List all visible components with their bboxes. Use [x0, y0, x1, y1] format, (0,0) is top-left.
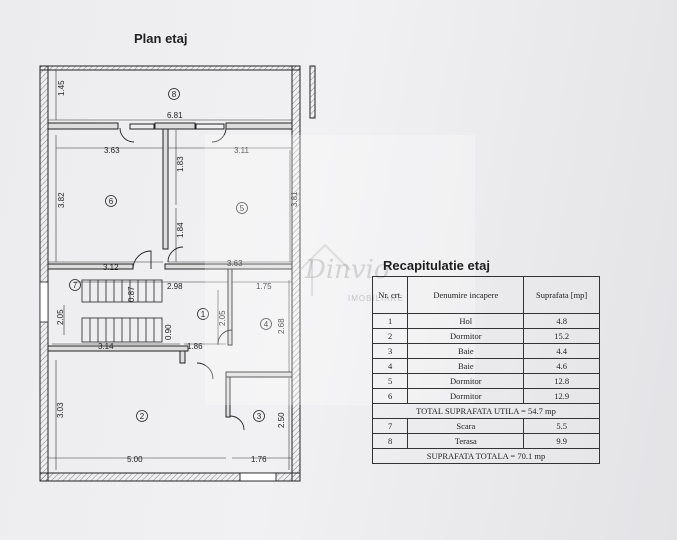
- dim-terrace-depth: 1.45: [57, 80, 66, 96]
- cell-nr: 1: [371, 313, 409, 329]
- total-row: SUPRAFATA TOTALA = 70.1 mp: [372, 448, 600, 464]
- room-markers: [69, 88, 272, 422]
- header-nr: Nr. crt.: [371, 276, 409, 314]
- dim-wall-offset-top: 1.83: [176, 156, 185, 172]
- room-marker-5: [236, 202, 248, 214]
- room-marker-1: [197, 308, 209, 320]
- cell-nr: 7: [371, 418, 409, 434]
- cell-area: 15.2: [523, 328, 600, 344]
- dim-room3-depth: 2.50: [277, 412, 286, 428]
- room-marker-7: [69, 279, 81, 291]
- room-label-4: 4: [264, 320, 269, 329]
- room-label-8: 8: [172, 90, 177, 99]
- dim-room5-width-bottom: 3.63: [227, 259, 243, 268]
- cell-nr: 6: [371, 388, 409, 404]
- room-marker-6: [105, 195, 117, 207]
- room-label-3: 3: [257, 412, 262, 421]
- dim-room5-depth: 3.81: [290, 191, 299, 207]
- room-label-1: 1: [201, 310, 206, 319]
- cell-name: Scara: [407, 418, 525, 434]
- cell-area: 9.9: [523, 433, 600, 449]
- cell-area: 4.8: [523, 313, 600, 329]
- staircase: [39, 279, 163, 343]
- terrace-windows: [129, 123, 225, 130]
- interior-walls: [47, 122, 293, 418]
- cell-name: Dormitor: [407, 388, 525, 404]
- cell-nr: 5: [371, 373, 409, 389]
- total-area: SUPRAFATA TOTALA = 70.1 mp: [372, 448, 600, 464]
- dim-stair-run: 2.05: [56, 309, 65, 325]
- recap-title: Recapitulatie etaj: [383, 258, 490, 273]
- dim-hall-width: 1.86: [187, 342, 203, 351]
- dim-room5-width-top: 3.11: [234, 146, 250, 155]
- room-numbers: 8 6 5 7 1 4 2 3: [73, 90, 269, 421]
- cell-nr: 2: [371, 328, 409, 344]
- cell-area: 5.5: [523, 418, 600, 434]
- room-marker-3: [253, 410, 265, 422]
- cell-name: Terasa: [407, 433, 525, 449]
- cell-area: 4.4: [523, 343, 600, 359]
- dim-room6-depth: 3.82: [57, 192, 66, 208]
- cell-name: Hol: [407, 313, 525, 329]
- dim-stair-width: 2.98: [167, 282, 183, 291]
- cell-area: 12.8: [523, 373, 600, 389]
- dim-terrace-width: 6.81: [167, 111, 183, 120]
- room-label-6: 6: [109, 197, 114, 206]
- dim-stair-depth-b: 0.90: [164, 324, 173, 340]
- dim-room2-width: 5.00: [127, 455, 143, 464]
- cell-name: Dormitor: [407, 328, 525, 344]
- cell-name: Baie: [407, 358, 525, 374]
- recap-header-row: Nr. crt. Denumire incapere Suprafata [mp…: [371, 276, 600, 314]
- dim-hall-depth: 2.05: [218, 310, 227, 326]
- bottom-window: [239, 472, 277, 482]
- outer-walls: [39, 65, 316, 482]
- dim-room6-width-bottom: 3.12: [103, 263, 119, 272]
- cell-nr: 4: [371, 358, 409, 374]
- total-useful: TOTAL SUPRAFATA UTILA = 54.7 mp: [372, 403, 600, 419]
- cell-area: 12.9: [523, 388, 600, 404]
- dim-room2-depth: 3.03: [56, 402, 65, 418]
- dimension-lines: [48, 70, 292, 470]
- room-marker-2: [136, 410, 148, 422]
- watermark-house-icon: [299, 243, 351, 296]
- cell-nr: 8: [371, 433, 409, 449]
- cell-name: Baie: [407, 343, 525, 359]
- dim-bath4-width: 1.75: [256, 282, 272, 291]
- dim-bath4-depth: 2.68: [277, 318, 286, 334]
- cell-name: Dormitor: [407, 373, 525, 389]
- dim-wall-offset-mid: 1.84: [176, 222, 185, 238]
- room-marker-4: [260, 318, 272, 330]
- room-marker-8: [168, 88, 180, 100]
- doors: [119, 127, 245, 431]
- cell-area: 4.6: [523, 358, 600, 374]
- room-label-2: 2: [140, 412, 145, 421]
- recap-table: Nr. crt. Denumire incapere Suprafata [mp…: [371, 276, 600, 464]
- dimension-labels: 6.81 1.45 3.63 3.11 3.82 3.81 1.83 1.84 …: [56, 80, 299, 464]
- dim-room3-width: 1.76: [251, 455, 267, 464]
- header-name: Denumire incapere: [407, 276, 525, 314]
- plan-title: Plan etaj: [134, 31, 188, 46]
- cell-nr: 3: [371, 343, 409, 359]
- header-area: Suprafata [mp]: [523, 276, 600, 314]
- dim-room6-width: 3.63: [104, 146, 120, 155]
- room-label-7: 7: [73, 281, 78, 290]
- room-label-5: 5: [240, 204, 245, 213]
- dim-landing-width: 3.14: [98, 342, 114, 351]
- dim-stair-depth-a: 0.87: [127, 286, 136, 302]
- total-useful-row: TOTAL SUPRAFATA UTILA = 54.7 mp: [372, 403, 600, 419]
